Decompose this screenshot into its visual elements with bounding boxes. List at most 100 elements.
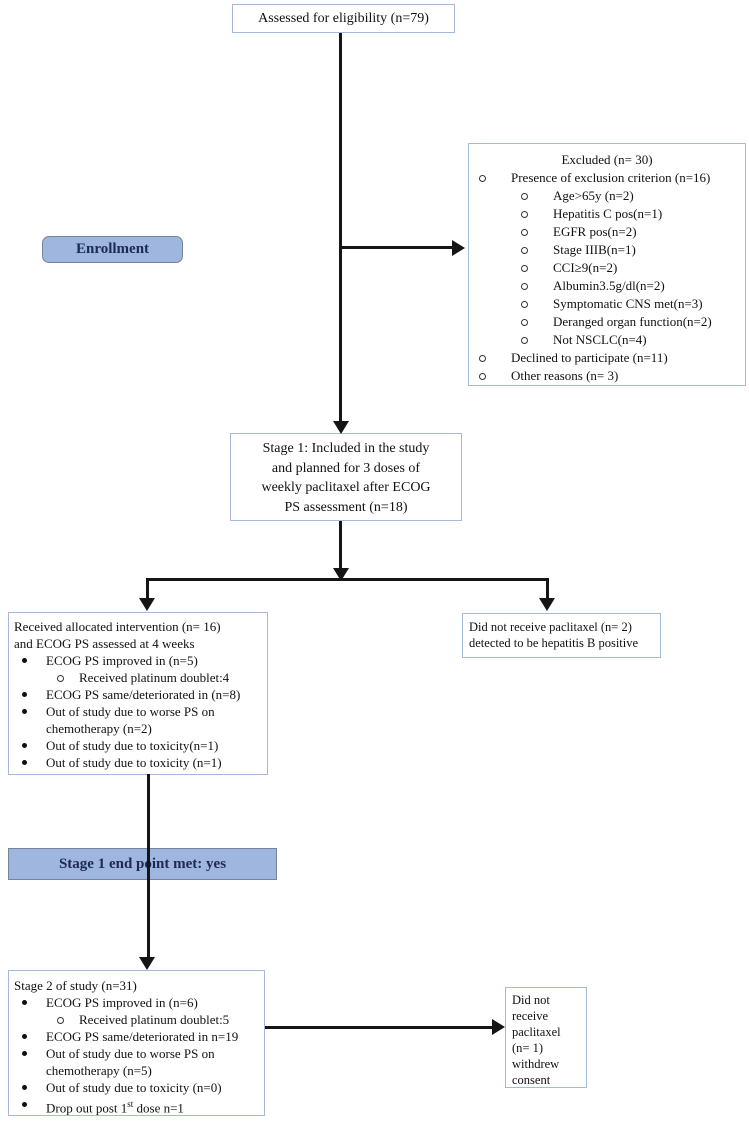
- excluded-title: Excluded (n= 30): [561, 152, 653, 167]
- not-received-stage1-line: detected to be hepatitis B positive: [469, 636, 639, 650]
- excluded-item-text: Deranged organ function(n=2): [553, 314, 712, 329]
- not-received-stage1-line: Did not receive paclitaxel (n= 2): [469, 620, 632, 634]
- received-item-text: ECOG PS same/deteriorated in (n=8): [46, 687, 241, 702]
- excluded-item: Symptomatic CNS met(n=3): [469, 295, 745, 313]
- excluded-item-text: Age>65y (n=2): [553, 188, 634, 203]
- stage2-item: ECOG PS same/deteriorated in n=19: [9, 1028, 264, 1045]
- arrow-down-icon: [333, 568, 349, 581]
- excluded-item: Deranged organ function(n=2): [469, 313, 745, 331]
- received-item: Out of study due to worse PS on chemothe…: [9, 703, 267, 737]
- assessed-eligibility-box: Assessed for eligibility (n=79): [232, 4, 455, 33]
- stage2-item-text: Out of study due to toxicity (n=0): [46, 1080, 222, 1095]
- excluded-item: Declined to participate (n=11): [469, 349, 745, 367]
- received-intro-line: and ECOG PS assessed at 4 weeks: [14, 636, 195, 651]
- connector-stage2-to-not-received: [265, 1026, 493, 1029]
- excluded-item-text: Symptomatic CNS met(n=3): [553, 296, 703, 311]
- connector-received-to-stage2: [147, 774, 150, 960]
- received-item: ECOG PS improved in (n=5): [9, 652, 267, 669]
- excluded-item-text: Hepatitis C pos(n=1): [553, 206, 663, 221]
- received-item: ECOG PS same/deteriorated in (n=8): [9, 686, 267, 703]
- excluded-item: Other reasons (n= 3): [469, 367, 745, 385]
- stage2-item-text: Out of study due to worse PS on chemothe…: [46, 1046, 215, 1078]
- excluded-item: Not NSCLC(n=4): [469, 331, 745, 349]
- bullet-icon: [22, 658, 27, 663]
- endpoint-bar-text: Stage 1 end point met: yes: [58, 856, 227, 872]
- bullet-icon: [22, 743, 27, 748]
- bullet-icon: [521, 337, 528, 344]
- stage2-title: Stage 2 of study (n=31): [14, 978, 137, 993]
- bullet-icon: [521, 193, 528, 200]
- bullet-icon: [22, 1034, 27, 1039]
- bullet-icon: [479, 373, 486, 380]
- assessed-eligibility-text: Assessed for eligibility (n=79): [258, 11, 429, 26]
- received-intervention-box: Received allocated intervention (n= 16) …: [8, 612, 268, 775]
- excluded-item-text: Declined to participate (n=11): [511, 350, 668, 365]
- stage1-box: Stage 1: Included in the study and plann…: [230, 433, 462, 521]
- not-received-stage2-text: Did not receive paclitaxel (n= 1) withdr…: [512, 993, 561, 1087]
- stage2-item: Drop out post 1st dose n=1: [9, 1096, 264, 1116]
- received-item-text: Out of study due to toxicity(n=1): [46, 738, 219, 753]
- stage1-line: Stage 1: Included in the study: [262, 441, 430, 456]
- arrow-right-icon: [492, 1019, 505, 1035]
- received-item: Out of study due to toxicity (n=1): [9, 754, 267, 771]
- split-left-drop: [146, 578, 149, 600]
- arrow-down-icon: [139, 957, 155, 970]
- bullet-icon: [22, 1102, 27, 1107]
- bullet-icon: [521, 211, 528, 218]
- bullet-icon: [479, 355, 486, 362]
- bullet-icon: [57, 1017, 64, 1024]
- excluded-item-text: Stage IIIB(n=1): [553, 242, 636, 257]
- bullet-icon: [57, 675, 64, 682]
- excluded-item-text: CCI≥9(n=2): [553, 260, 618, 275]
- received-item-text: ECOG PS improved in (n=5): [46, 653, 198, 668]
- excluded-item: EGFR pos(n=2): [469, 223, 745, 241]
- stage2-item: ECOG PS improved in (n=6): [9, 994, 264, 1011]
- received-item-text: Received platinum doublet:4: [79, 670, 230, 685]
- stage2-item-tail: dose n=1: [133, 1100, 184, 1116]
- not-received-stage1-box: Did not receive paclitaxel (n= 2) detect…: [462, 613, 661, 658]
- stage2-item-text: ECOG PS improved in (n=6): [46, 995, 198, 1010]
- stage2-item: Received platinum doublet:5: [9, 1011, 264, 1028]
- stage2-item-text: ECOG PS same/deteriorated in n=19: [46, 1029, 239, 1044]
- bullet-icon: [521, 283, 528, 290]
- excluded-item: Albumin3.5g/dl(n=2): [469, 277, 745, 295]
- stage2-item-text: Received platinum doublet:5: [79, 1012, 230, 1027]
- bullet-icon: [521, 229, 528, 236]
- stage2-item: Out of study due to toxicity (n=0): [9, 1079, 264, 1096]
- bullet-icon: [22, 709, 27, 714]
- excluded-item: CCI≥9(n=2): [469, 259, 745, 277]
- stage1-line: PS assessment (n=18): [284, 499, 408, 515]
- excluded-item: Hepatitis C pos(n=1): [469, 205, 745, 223]
- arrow-down-icon: [333, 421, 349, 434]
- excluded-box: Excluded (n= 30) Presence of exclusion c…: [468, 143, 746, 386]
- connector-assessed-to-stage1: [339, 33, 342, 423]
- stage2-item-text: Drop out post 1: [46, 1100, 128, 1116]
- bullet-icon: [521, 301, 528, 308]
- arrow-right-icon: [452, 240, 465, 256]
- stage2-item: Out of study due to worse PS on chemothe…: [9, 1045, 264, 1079]
- excluded-item: Age>65y (n=2): [469, 187, 745, 205]
- excluded-item-text: EGFR pos(n=2): [553, 224, 637, 239]
- split-right-drop: [546, 578, 549, 600]
- connector-to-excluded: [340, 246, 453, 249]
- bullet-icon: [22, 760, 27, 765]
- bullet-icon: [22, 692, 27, 697]
- received-item: Received platinum doublet:4: [9, 669, 267, 686]
- enrollment-label: Enrollment: [42, 236, 183, 263]
- bullet-icon: [521, 247, 528, 254]
- stage2-item-sup: st: [127, 1099, 134, 1109]
- received-item: Out of study due to toxicity(n=1): [9, 737, 267, 754]
- excluded-item-text: Albumin3.5g/dl(n=2): [553, 278, 665, 293]
- bullet-icon: [521, 319, 528, 326]
- bullet-icon: [22, 1085, 27, 1090]
- endpoint-bar: Stage 1 end point met: yes: [8, 848, 277, 880]
- received-intro-line: Received allocated intervention (n= 16): [14, 619, 221, 634]
- connector-stage1-to-split: [339, 521, 342, 571]
- arrow-down-icon: [539, 598, 555, 611]
- stage2-box: Stage 2 of study (n=31) ECOG PS improved…: [8, 970, 265, 1116]
- received-item-text: Out of study due to worse PS on chemothe…: [46, 704, 215, 736]
- bullet-icon: [521, 265, 528, 272]
- received-item-text: Out of study due to toxicity (n=1): [46, 755, 222, 770]
- excluded-item: Presence of exclusion criterion (n=16): [469, 169, 745, 187]
